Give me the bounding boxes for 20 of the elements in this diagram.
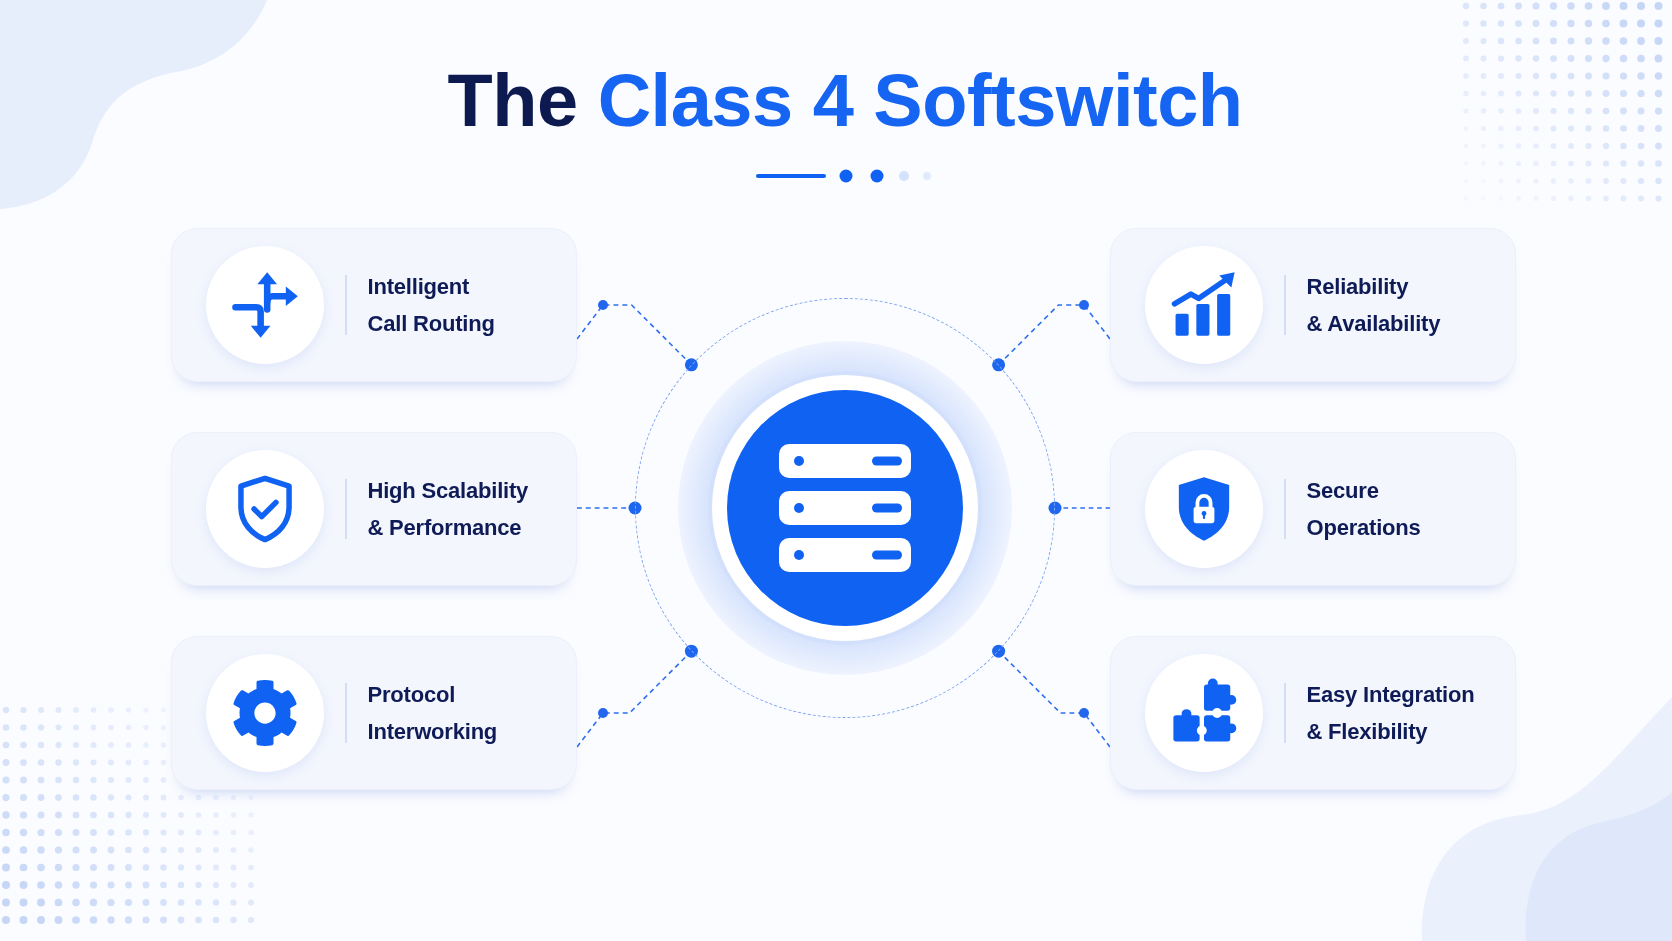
- dashed-connector: [576, 304, 698, 372]
- feature-card: [1110, 636, 1516, 790]
- hub-circle: [635, 298, 1055, 718]
- feature-title: Easy Integration & Flexibility: [1306, 681, 1476, 746]
- feature-title: High Scalability & Performance: [367, 477, 530, 542]
- feature-card: [171, 228, 577, 382]
- feature-card: [171, 432, 577, 586]
- feature-card: [1110, 432, 1516, 586]
- title: The Class 4 Softswitch: [447, 58, 1243, 144]
- feature-title: Protocol Interworking: [367, 681, 499, 746]
- dashed-connector: [576, 501, 642, 515]
- feature-title: Intelligent Call Routing: [367, 273, 496, 338]
- dashed-connector: [992, 644, 1111, 748]
- dashed-connector: [576, 644, 698, 748]
- dashed-connector: [1048, 501, 1111, 515]
- feature-card: [1110, 228, 1516, 382]
- feature-title: Reliability & Availability: [1306, 273, 1442, 338]
- dashed-connector: [992, 304, 1111, 372]
- feature-card: [171, 636, 577, 790]
- feature-title: Secure Operations: [1306, 477, 1422, 542]
